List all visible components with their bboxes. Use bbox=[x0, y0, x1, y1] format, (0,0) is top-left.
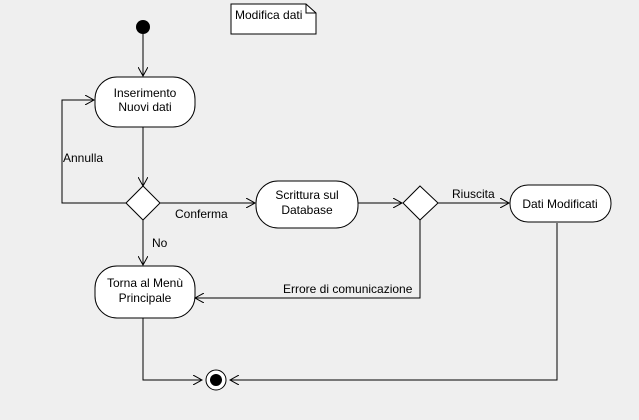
action-menu-line2: Principale bbox=[119, 291, 172, 305]
diagram-note: Modifica dati bbox=[230, 3, 317, 35]
edge-menu-to-final bbox=[142, 318, 202, 380]
edge-done-to-final bbox=[230, 223, 558, 380]
edge-label-cancel: Annulla bbox=[63, 151, 103, 165]
action-write: Scrittura sul Database bbox=[255, 180, 359, 229]
action-insert-line2: Nuovi dati bbox=[118, 100, 171, 114]
edge-label-comm-error: Errore di comunicazione bbox=[283, 282, 413, 296]
edge-label-confirm: Conferma bbox=[175, 207, 228, 221]
decision-confirm bbox=[125, 185, 161, 221]
edge-label-success: Riuscita bbox=[452, 187, 495, 201]
edge-cancel-loop bbox=[61, 100, 126, 204]
action-insert: Inserimento Nuovi dati bbox=[94, 76, 196, 128]
final-node bbox=[205, 369, 227, 391]
action-done-line1: Dati Modificati bbox=[522, 197, 597, 211]
action-menu-line1: Torna al Menù bbox=[107, 276, 183, 290]
action-menu: Torna al Menù Principale bbox=[94, 265, 196, 319]
initial-node bbox=[136, 20, 150, 34]
action-done: Dati Modificati bbox=[509, 184, 612, 223]
action-insert-line1: Inserimento bbox=[114, 86, 177, 100]
edge-comm-error bbox=[195, 220, 421, 298]
action-write-line1: Scrittura sul bbox=[275, 188, 338, 202]
note-label: Modifica dati bbox=[235, 8, 302, 22]
action-write-line2: Database bbox=[281, 203, 333, 217]
edges bbox=[61, 34, 558, 380]
decision-write-result bbox=[402, 185, 439, 221]
edge-label-no: No bbox=[152, 236, 168, 250]
